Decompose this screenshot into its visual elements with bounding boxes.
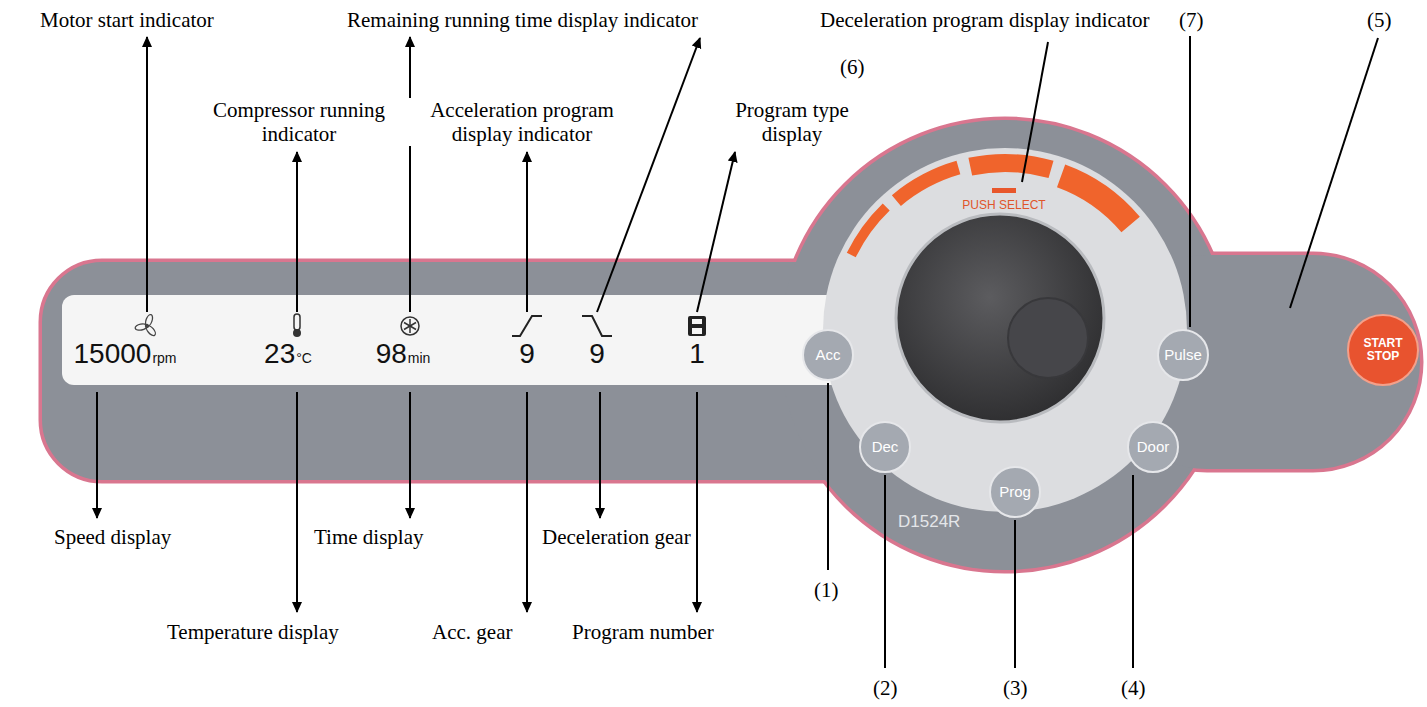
pulse-button: Pulse xyxy=(1157,329,1209,381)
dec-ramp-icon xyxy=(582,316,612,336)
acc-button: Acc xyxy=(802,329,854,381)
callout-number: (5) xyxy=(1365,8,1394,32)
thermometer-icon xyxy=(293,314,301,337)
speed-arc xyxy=(896,168,958,201)
display-value: 1 xyxy=(689,338,705,369)
display-field: 23°C xyxy=(264,340,312,368)
display-field: 15000rpm xyxy=(74,340,177,368)
speed-arc xyxy=(1061,176,1131,225)
display-value: 9 xyxy=(519,338,535,369)
button-label: Dec xyxy=(872,439,899,456)
callout-number: (3) xyxy=(1001,676,1030,700)
annotation-label: Remaining running time display indicator xyxy=(345,8,700,32)
speed-arc xyxy=(851,207,886,255)
dial-label: PUSH SELECT xyxy=(962,199,1045,212)
display-unit: rpm xyxy=(152,350,176,366)
speed-arc xyxy=(970,163,1051,169)
display-value: 9 xyxy=(589,338,605,369)
select-mark xyxy=(992,188,1016,193)
display-field: 9 xyxy=(519,340,535,368)
dial-ring xyxy=(823,148,1187,512)
dec-button: Dec xyxy=(859,421,911,473)
button-label: Door xyxy=(1137,439,1170,456)
display-value: 15000 xyxy=(74,338,152,369)
model-label: D1524R xyxy=(898,512,960,532)
program-type-icon xyxy=(688,316,706,336)
annotation-label: Program number xyxy=(570,620,716,644)
compressor-icon xyxy=(401,317,419,335)
callout-number: (7) xyxy=(1177,8,1206,32)
leader-lines xyxy=(97,36,1378,668)
annotation-label: Compressor running indicator xyxy=(185,98,413,146)
lcd-background xyxy=(62,295,855,385)
control-panel: D1524R 15000rpm 23°C 98min 9 9 1 PUSH SELECT Acc… xyxy=(38,116,1424,574)
button-label: Pulse xyxy=(1164,347,1202,364)
acc-ramp-icon xyxy=(512,316,542,336)
panel-body xyxy=(42,120,1420,570)
callout-number: (1) xyxy=(812,578,841,602)
annotation-label: Temperature display xyxy=(165,620,341,644)
callout-number: (2) xyxy=(871,676,900,700)
annotation-label: Acc. gear xyxy=(430,620,514,644)
start-stop-button: START STOP xyxy=(1347,314,1419,386)
fan-icon xyxy=(135,314,157,337)
callout-number: (6) xyxy=(838,55,867,79)
display-field: 1 xyxy=(689,340,705,368)
annotation-label: Speed display xyxy=(52,525,173,549)
panel-outline xyxy=(42,120,1420,570)
display-value: 23 xyxy=(264,338,295,369)
annotation-label: Motor start indicator xyxy=(38,8,216,32)
button-label: START STOP xyxy=(1357,337,1409,363)
button-label: Acc xyxy=(815,347,840,364)
annotation-label: Deceleration program display indicator xyxy=(818,8,1151,32)
annotation-label: Time display xyxy=(312,525,426,549)
prog-button: Prog xyxy=(989,466,1041,518)
display-field: 98min xyxy=(376,340,431,368)
knob-grip xyxy=(1008,298,1088,378)
annotation-label: Deceleration gear xyxy=(540,525,693,549)
annotation-label: Program type display xyxy=(715,98,869,146)
knob xyxy=(896,214,1104,422)
annotation-label: Acceleration program display indicator xyxy=(405,98,639,146)
display-unit: °C xyxy=(296,350,312,366)
callout-number: (4) xyxy=(1119,676,1148,700)
door-button: Door xyxy=(1127,421,1179,473)
display-field: 9 xyxy=(589,340,605,368)
display-value: 98 xyxy=(376,338,407,369)
display-unit: min xyxy=(408,350,431,366)
lcd-display: 15000rpm 23°C 98min 9 9 1 xyxy=(62,295,855,385)
button-label: Prog xyxy=(999,484,1031,501)
